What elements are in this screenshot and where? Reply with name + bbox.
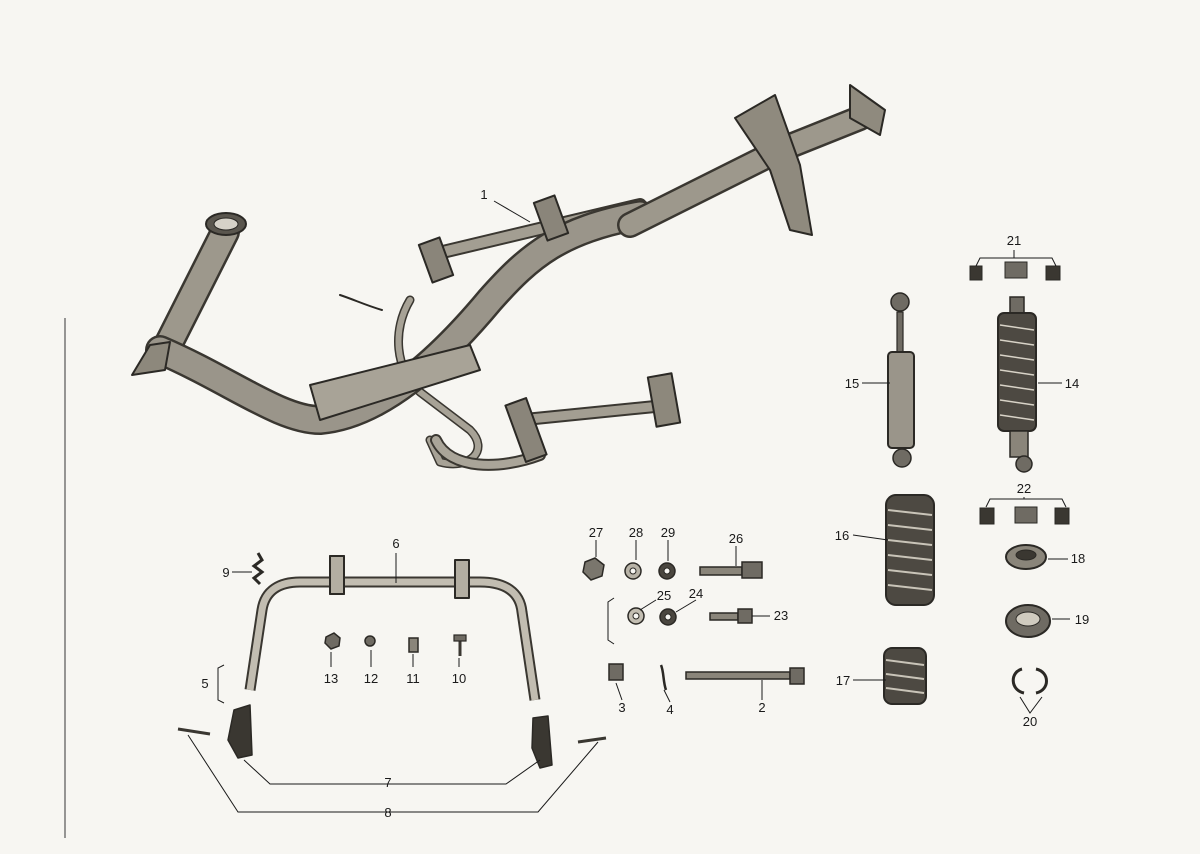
leader-lines (187, 200, 1070, 813)
callout-16: 16 (835, 528, 849, 543)
callout-11: 11 (406, 671, 420, 686)
callout-2: 2 (758, 700, 765, 715)
callout-8: 8 (384, 805, 391, 820)
callout-20: 20 (1023, 714, 1037, 729)
callout-26: 26 (729, 531, 743, 546)
main-frame (131, 84, 886, 471)
callout-9: 9 (222, 565, 229, 580)
spring-16-coil (887, 509, 933, 591)
callout-25: 25 (657, 588, 671, 603)
callout-28: 28 (629, 525, 643, 540)
callout-7: 7 (384, 775, 391, 790)
callout-6: 6 (392, 536, 399, 551)
callout-23: 23 (774, 608, 788, 623)
hardware-parts (251, 552, 805, 691)
suspension-parts (883, 261, 1070, 705)
callout-27: 27 (589, 525, 603, 540)
callout-4: 4 (666, 702, 673, 717)
callout-12: 12 (364, 671, 378, 686)
callout-22: 22 (1017, 481, 1031, 496)
callout-21: 21 (1007, 233, 1021, 248)
spring-17-coil (885, 659, 925, 694)
callout-14: 14 (1065, 376, 1079, 391)
shock-coil (999, 324, 1035, 421)
callout-19: 19 (1075, 612, 1089, 627)
callout-24: 24 (689, 586, 703, 601)
callout-labels: 1 2 3 4 5 6 7 8 9 10 11 12 13 14 15 16 1… (201, 187, 1089, 820)
callout-13: 13 (324, 671, 338, 686)
callout-10: 10 (452, 671, 466, 686)
callout-17: 17 (836, 673, 850, 688)
callout-15: 15 (845, 376, 859, 391)
center-stand (177, 555, 607, 769)
callout-18: 18 (1071, 551, 1085, 566)
callout-29: 29 (661, 525, 675, 540)
callout-1: 1 (480, 187, 487, 202)
callout-5: 5 (201, 676, 208, 691)
callout-3: 3 (618, 700, 625, 715)
